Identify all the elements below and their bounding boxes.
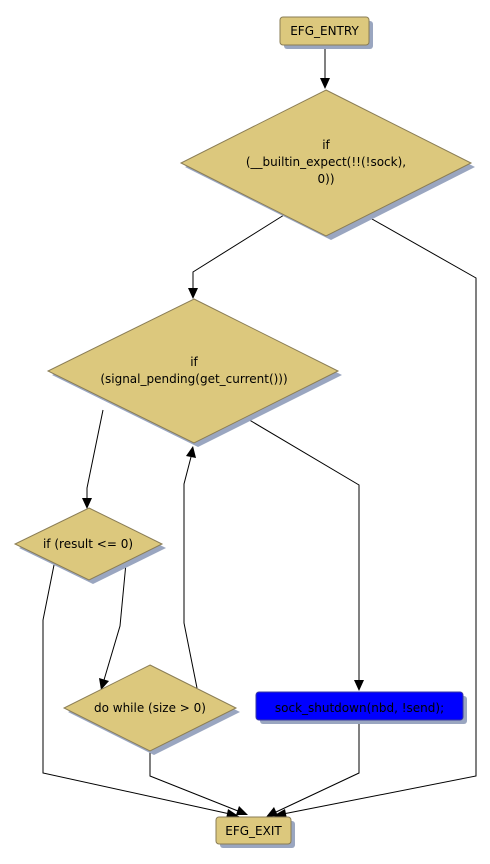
node-entry-label: EFG_ENTRY (290, 24, 359, 38)
node-if-signal-line-2: (signal_pending(get_current())) (100, 372, 287, 386)
node-do-while-diamond (62, 664, 238, 752)
node-entry[interactable]: EFG_ENTRY (279, 16, 373, 49)
edge-if-sock-to-exit (273, 214, 477, 819)
node-if-sock-diamond (179, 89, 473, 237)
node-do-while-label: do while (size > 0) (94, 701, 206, 715)
edge-if-sock-to-if-signal (188, 214, 285, 299)
edge-if-signal-to-shutdown (245, 417, 364, 691)
edge-shutdown-to-exit (266, 721, 360, 817)
edge-entry-to-if-sock (320, 46, 330, 89)
edge-if-signal-to-if-result (82, 409, 104, 509)
node-if-signal-diamond (46, 298, 340, 444)
node-if-sock-line-2: (__builtin_expect(!!(!sock), (246, 155, 406, 169)
node-if-sock-line-3: 0)) (318, 172, 335, 186)
node-entry-box (279, 16, 370, 46)
edge-do-while-to-if-signal (183, 446, 198, 689)
edge-do-while-to-exit (149, 749, 248, 815)
node-if-signal[interactable]: if (signal_pending(get_current())) (46, 298, 342, 447)
node-do-while[interactable]: do while (size > 0) (62, 664, 240, 755)
node-exit[interactable]: EFG_EXIT (215, 816, 295, 848)
node-if-sock-line-1: if (322, 138, 330, 152)
node-shutdown[interactable]: sock_shutdown(nbd, !send); (255, 691, 467, 724)
node-exit-box (215, 816, 292, 845)
node-if-result[interactable]: if (result <= 0) (13, 507, 166, 584)
node-if-signal-line-1: if (190, 355, 198, 369)
node-exit-label: EFG_EXIT (225, 824, 282, 838)
node-if-result-label: if (result <= 0) (43, 537, 133, 551)
node-if-sock[interactable]: if (__builtin_expect(!!(!sock), 0)) (179, 89, 475, 240)
node-shutdown-label: sock_shutdown(nbd, !send); (275, 701, 444, 715)
edge-if-result-to-do-while (99, 562, 127, 690)
node-shutdown-box (255, 691, 464, 721)
node-if-result-diamond (13, 507, 164, 581)
